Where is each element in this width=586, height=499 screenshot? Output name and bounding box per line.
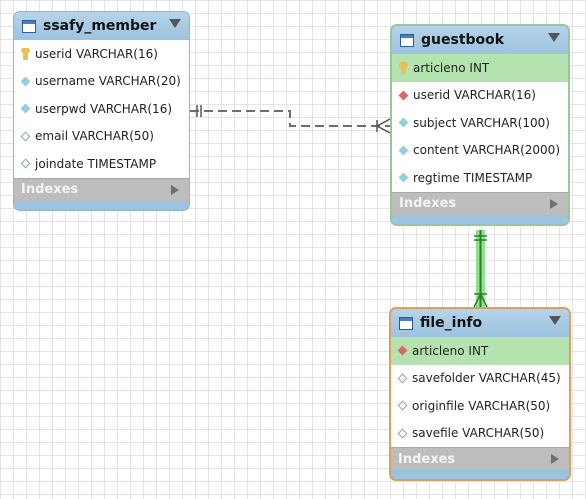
column-list: articleno INT userid VARCHAR(16) subject… [392, 54, 568, 192]
column-row[interactable]: userid VARCHAR(16) [14, 40, 189, 68]
not-null-column-icon [19, 76, 32, 87]
relationship-guestbook-fileinfo[interactable] [473, 230, 488, 308]
nullable-column-icon [396, 400, 409, 411]
chevron-down-icon[interactable] [548, 33, 560, 42]
column-label: regtime TIMESTAMP [413, 170, 533, 185]
column-row[interactable]: articleno INT [392, 54, 568, 82]
primary-key-icon [397, 61, 410, 74]
chevron-down-icon[interactable] [549, 316, 561, 325]
column-label: articleno INT [413, 60, 490, 75]
foreign-key-icon [397, 90, 410, 101]
column-label: subject VARCHAR(100) [413, 115, 550, 130]
chevron-down-icon[interactable] [169, 19, 181, 28]
column-row[interactable]: content VARCHAR(2000) [392, 137, 568, 165]
column-row[interactable]: regtime TIMESTAMP [392, 164, 568, 192]
indexes-section[interactable]: Indexes [14, 177, 189, 201]
column-row[interactable]: subject VARCHAR(100) [392, 109, 568, 137]
column-row[interactable]: articleno INT [391, 337, 569, 365]
not-null-column-icon [397, 117, 410, 128]
column-label: savefile VARCHAR(50) [412, 426, 545, 441]
column-row[interactable]: savefolder VARCHAR(45) [391, 365, 569, 393]
indexes-section[interactable]: Indexes [391, 447, 569, 470]
column-label: originfile VARCHAR(50) [412, 398, 551, 413]
indexes-label: Indexes [21, 182, 79, 197]
column-list: userid VARCHAR(16) username VARCHAR(20) … [14, 40, 189, 178]
table-icon [400, 33, 414, 47]
table-title: guestbook [421, 32, 505, 48]
not-null-column-icon [397, 172, 410, 183]
table-header[interactable]: guestbook [392, 26, 568, 54]
column-label: userid VARCHAR(16) [413, 88, 536, 103]
column-label: email VARCHAR(50) [35, 129, 154, 144]
table-file-info[interactable]: file_info articleno INT savefolder VARCH… [389, 307, 571, 481]
indexes-label: Indexes [398, 451, 456, 467]
expand-arrow-icon[interactable] [550, 198, 558, 209]
column-label: userpwd VARCHAR(16) [35, 101, 173, 116]
column-row[interactable]: email VARCHAR(50) [14, 123, 189, 151]
column-label: savefolder VARCHAR(45) [412, 371, 561, 386]
table-title: ssafy_member [43, 18, 157, 34]
column-row[interactable]: savefile VARCHAR(50) [391, 420, 569, 448]
expand-arrow-icon[interactable] [171, 184, 179, 195]
foreign-key-icon [396, 345, 409, 356]
column-label: userid VARCHAR(16) [35, 46, 158, 61]
table-icon [399, 316, 413, 330]
column-row[interactable]: username VARCHAR(20) [14, 68, 189, 96]
column-row[interactable]: userpwd VARCHAR(16) [14, 95, 189, 123]
column-label: username VARCHAR(20) [35, 74, 181, 89]
table-bottom-band [392, 214, 568, 224]
table-icon [22, 19, 36, 33]
table-ssafy-member[interactable]: ssafy_member userid VARCHAR(16) username… [13, 11, 190, 211]
expand-arrow-icon[interactable] [551, 454, 559, 464]
indexes-label: Indexes [399, 196, 457, 211]
nullable-column-icon [396, 428, 409, 439]
nullable-column-icon [396, 373, 409, 384]
column-label: content VARCHAR(2000) [413, 143, 560, 158]
relationship-member-guestbook[interactable] [190, 105, 391, 134]
table-header[interactable]: ssafy_member [14, 12, 189, 40]
column-list: articleno INT savefolder VARCHAR(45) ori… [391, 337, 569, 447]
column-label: joindate TIMESTAMP [35, 156, 157, 171]
table-title: file_info [420, 315, 483, 331]
column-label: articleno INT [412, 343, 489, 358]
primary-key-icon [19, 47, 32, 60]
not-null-column-icon [19, 103, 32, 114]
table-header[interactable]: file_info [391, 309, 569, 337]
not-null-column-icon [397, 145, 410, 156]
table-bottom-band [391, 470, 569, 479]
table-bottom-band [14, 200, 189, 210]
nullable-column-icon [19, 131, 32, 142]
indexes-section[interactable]: Indexes [392, 191, 568, 215]
column-row[interactable]: userid VARCHAR(16) [392, 82, 568, 110]
column-row[interactable]: joindate TIMESTAMP [14, 150, 189, 178]
table-guestbook[interactable]: guestbook articleno INT userid VARCHAR(1… [390, 24, 570, 226]
nullable-column-icon [19, 158, 32, 169]
column-row[interactable]: originfile VARCHAR(50) [391, 392, 569, 420]
